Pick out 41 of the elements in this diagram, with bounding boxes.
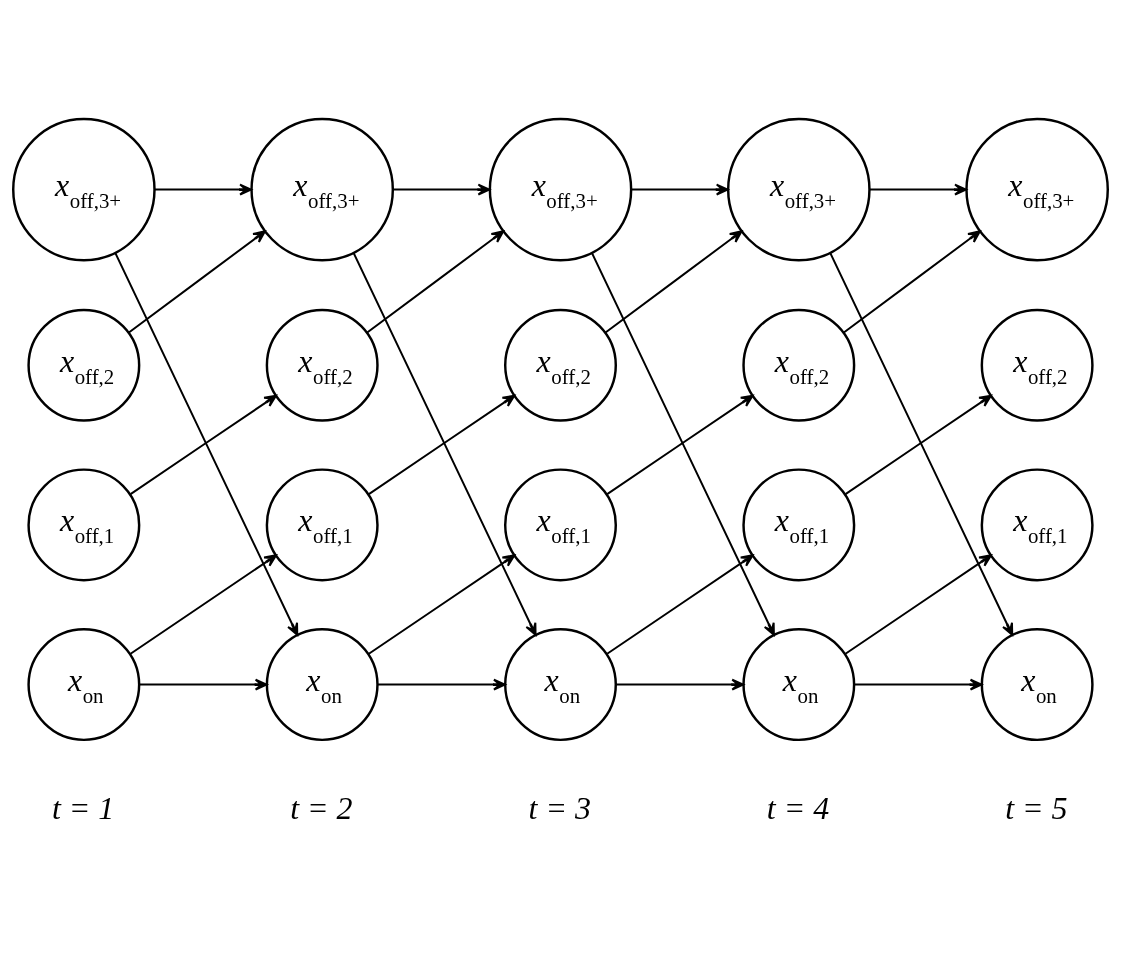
label: t = 1	[51, 790, 115, 826]
arrow	[591, 252, 775, 636]
arrow	[868, 183, 968, 196]
arrow	[367, 554, 516, 655]
arrow	[604, 230, 743, 334]
arrow	[614, 678, 745, 691]
node-circle: x$_{off,3+}$	[12, 117, 156, 262]
node-circle: x$_{off,2}$	[504, 308, 617, 422]
label: t = 3	[528, 790, 591, 826]
arrow	[366, 230, 505, 334]
node-circle: x$_{off,1}$	[504, 468, 617, 582]
arrow	[367, 394, 516, 496]
arrow	[853, 678, 983, 691]
label: t = 2	[290, 790, 353, 826]
arrow	[114, 252, 299, 636]
arrow	[352, 252, 537, 636]
arrow	[129, 554, 277, 655]
arrow	[630, 183, 729, 196]
node-circle: x$_{off,1}$	[27, 468, 141, 582]
arrow	[844, 394, 992, 496]
label: t = 4	[766, 790, 830, 826]
arrow	[153, 183, 253, 196]
node-circle: x$_{on}$	[504, 628, 617, 742]
arrow	[138, 678, 268, 691]
node-circle: x$_{off,1}$	[742, 468, 856, 582]
arrow	[391, 183, 491, 196]
arrow	[129, 394, 277, 496]
label: t = 5	[1005, 790, 1068, 826]
arrow	[127, 230, 266, 334]
node-circle: x$_{on}$	[27, 628, 141, 742]
node-circle: x$_{on}$	[265, 628, 379, 742]
node-circle: x$_{off,2}$	[742, 308, 856, 422]
arrow	[606, 394, 754, 496]
node-circle: x$_{on}$	[742, 628, 856, 742]
arrow	[376, 678, 506, 691]
arrow	[606, 554, 754, 655]
node-circle: x$_{on}$	[980, 628, 1094, 742]
arrow	[829, 252, 1014, 636]
arrow	[844, 554, 992, 655]
node-circle: x$_{off,2}$	[27, 308, 141, 422]
arrow	[842, 230, 981, 334]
